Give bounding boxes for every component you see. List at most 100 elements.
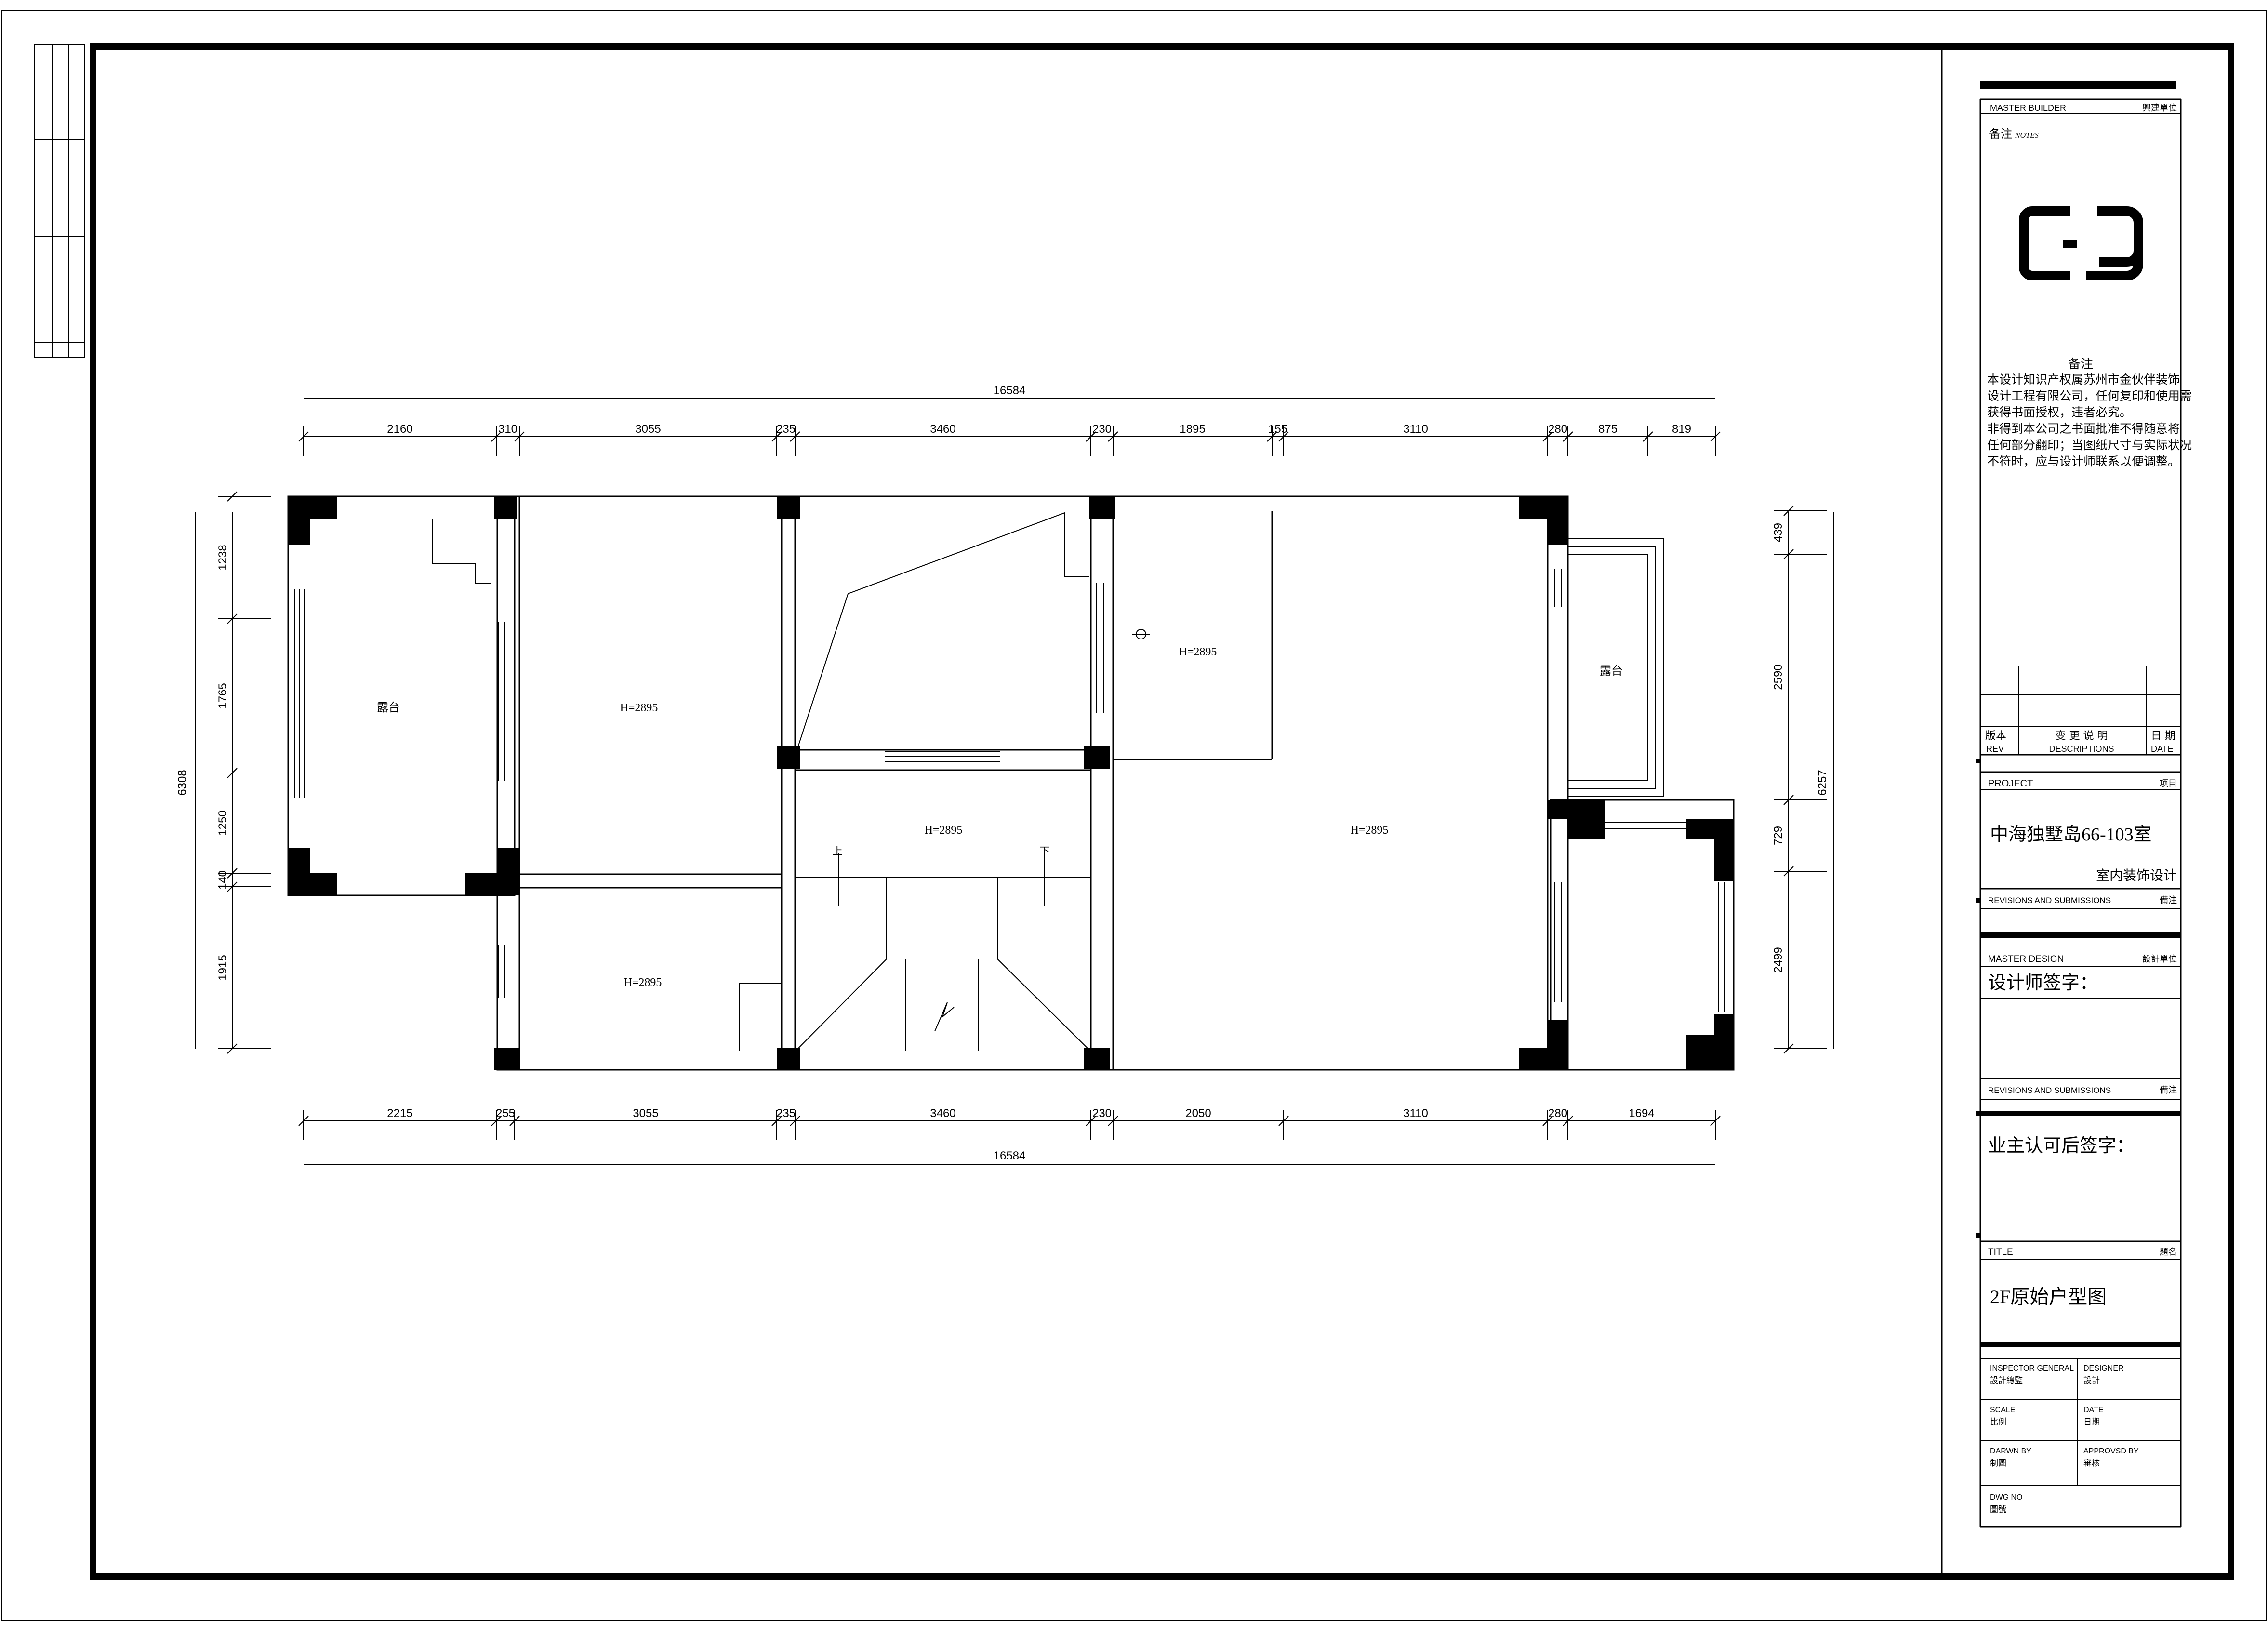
drawn-by-cn: 制圖 [1990,1459,2006,1468]
date-cn: 日 期 [2151,730,2175,742]
dim-right-3: 2499 [1772,947,1785,972]
dimension-lines [195,398,1834,1165]
dim-top-5: 230 [1092,423,1112,436]
dim-bottom-5: 230 [1092,1107,1112,1120]
inspector-cn: 設計總監 [1990,1376,2023,1385]
dim-top-total: 16584 [994,384,1026,397]
room-height-2: H=2895 [1179,646,1217,658]
dim-top-10: 875 [1598,423,1618,436]
inspector-label: INSPECTOR GENERAL [1990,1364,2074,1372]
stair-up-label: 上 [832,846,843,858]
dim-right-0: 439 [1772,523,1785,542]
notice-line-3: 非得到本公司之书面批准不得随意将 [1987,422,2180,436]
dim-left-0: 1238 [216,545,229,570]
title-block: MASTER BUILDER 興建單位 备注 NOTES C-P 备注 本设计知… [1979,81,2192,1528]
signature-grid [1980,1358,2181,1528]
revisions-label-1-cn: 備注 [2160,895,2177,906]
dim-left-1: 1765 [216,683,229,708]
notes-en-label: NOTES [2015,132,2039,140]
rev-en: REV [1986,744,2004,754]
dim-top-9: 280 [1548,423,1567,436]
balcony-left-label: 露台 [377,701,400,714]
edge-marks [1976,759,1981,1238]
balcony-right-label: 露台 [1600,664,1623,678]
designer-cn: 設計 [2083,1376,2100,1385]
revisions-label-2-cn: 備注 [2160,1085,2177,1095]
approved-by-label: APPROVSD BY [2083,1447,2139,1455]
stair-down-label: 下 [1039,846,1050,858]
dwg-no-label: DWG NO [1990,1493,2023,1502]
dim-bottom-3: 235 [776,1107,796,1120]
dim-right-2: 729 [1772,826,1785,845]
inner-border [90,43,2234,1580]
dim-right-total: 6257 [1816,770,1829,795]
dim-bottom-6: 2050 [1185,1107,1211,1120]
date-label-cn: 日期 [2083,1417,2100,1427]
ceiling-lamp-icon [1132,626,1150,643]
room-height-4: H=2895 [1351,824,1389,837]
dwg-no-cn: 圖號 [1990,1505,2006,1515]
date-en: DATE [2151,744,2174,754]
dim-left-3: 140 [216,870,229,890]
dim-bottom-0: 2215 [387,1107,412,1120]
revisions-label-1: REVISIONS AND SUBMISSIONS [1988,896,2111,905]
date-label: DATE [2083,1406,2103,1414]
master-design-label: MASTER DESIGN [1988,954,2064,964]
dim-top-4: 3460 [930,423,955,436]
owner-sign-label: 业主认可后签字： [1988,1135,2135,1156]
designer-sign-label: 设计师签字： [1988,972,2098,993]
dim-bottom-9: 1694 [1629,1107,1654,1120]
dim-left-4: 1915 [216,955,229,980]
approved-by-cn: 審核 [2083,1459,2100,1468]
project-name: 中海独墅岛66-103室 [1990,825,2152,845]
right-balcony-railing [1568,538,1664,797]
dim-top-6: 1895 [1180,423,1205,436]
margin-stamp [34,44,85,358]
wall-left-balcony [287,495,516,896]
master-builder-label: MASTER BUILDER [1990,103,2066,113]
dim-left-2: 1250 [216,810,229,836]
dim-right-1: 2590 [1772,664,1785,690]
title-label-cn: 題名 [2160,1247,2177,1257]
notice-title: 备注 [2068,357,2093,372]
scale-cn: 比例 [1990,1417,2006,1427]
notice-line-0: 本设计知识产权属苏州市金伙伴装饰 [1987,373,2180,386]
room-height-1: H=2895 [620,702,658,714]
dim-left-total: 6308 [176,770,189,795]
dim-top-7: 155 [1268,423,1287,436]
master-builder-cn: 興建單位 [2142,103,2177,113]
notice-line-1: 设计工程有限公司，任何复印和使用需 [1987,389,2192,403]
room-labels: 露台 H=2895 H=2895 H=2895 H=2895 H=2895 露台… [377,646,1623,989]
dim-top-0: 2160 [387,423,412,436]
dim-bottom-4: 3460 [930,1107,955,1120]
designer-label: DESIGNER [2083,1364,2124,1372]
notice-line-4: 任何部分翻印；当图纸尺寸与实际状况 [1987,438,2192,452]
room-height-5: H=2895 [624,976,662,989]
dim-top-1: 310 [498,423,517,436]
revision-grid [1980,666,2181,756]
dim-bottom-total: 16584 [994,1149,1026,1162]
project-sub: 室内装饰设计 [2096,867,2177,883]
wall-right-room [1550,799,1735,1071]
drawn-by-label: DARWN BY [1990,1447,2031,1455]
dim-top-2: 3055 [635,423,661,436]
master-design-cn: 設計單位 [2142,954,2177,964]
dim-bottom-8: 280 [1548,1107,1567,1120]
drawing-title: 2F原始户型图 [1990,1286,2107,1307]
dim-bottom-1: 255 [496,1107,515,1120]
dim-top-3: 235 [776,423,796,436]
company-logo: C-P [2019,206,2143,290]
columns [288,496,1734,1070]
dim-top-11: 819 [1672,423,1691,436]
revisions-label-2: REVISIONS AND SUBMISSIONS [1988,1086,2111,1095]
scale-label: SCALE [1990,1406,2015,1414]
logo-text: C-P [2081,289,2082,290]
floor-plan [195,398,1834,1165]
title-label: TITLE [1988,1247,2013,1257]
notice-line-5: 不符时，应与设计师联系以便调整。 [1987,454,2180,468]
rev-cn: 版本 [1985,730,2006,742]
desc-cn: 变 更 说 明 [2056,730,2108,742]
windows [294,569,1725,1012]
